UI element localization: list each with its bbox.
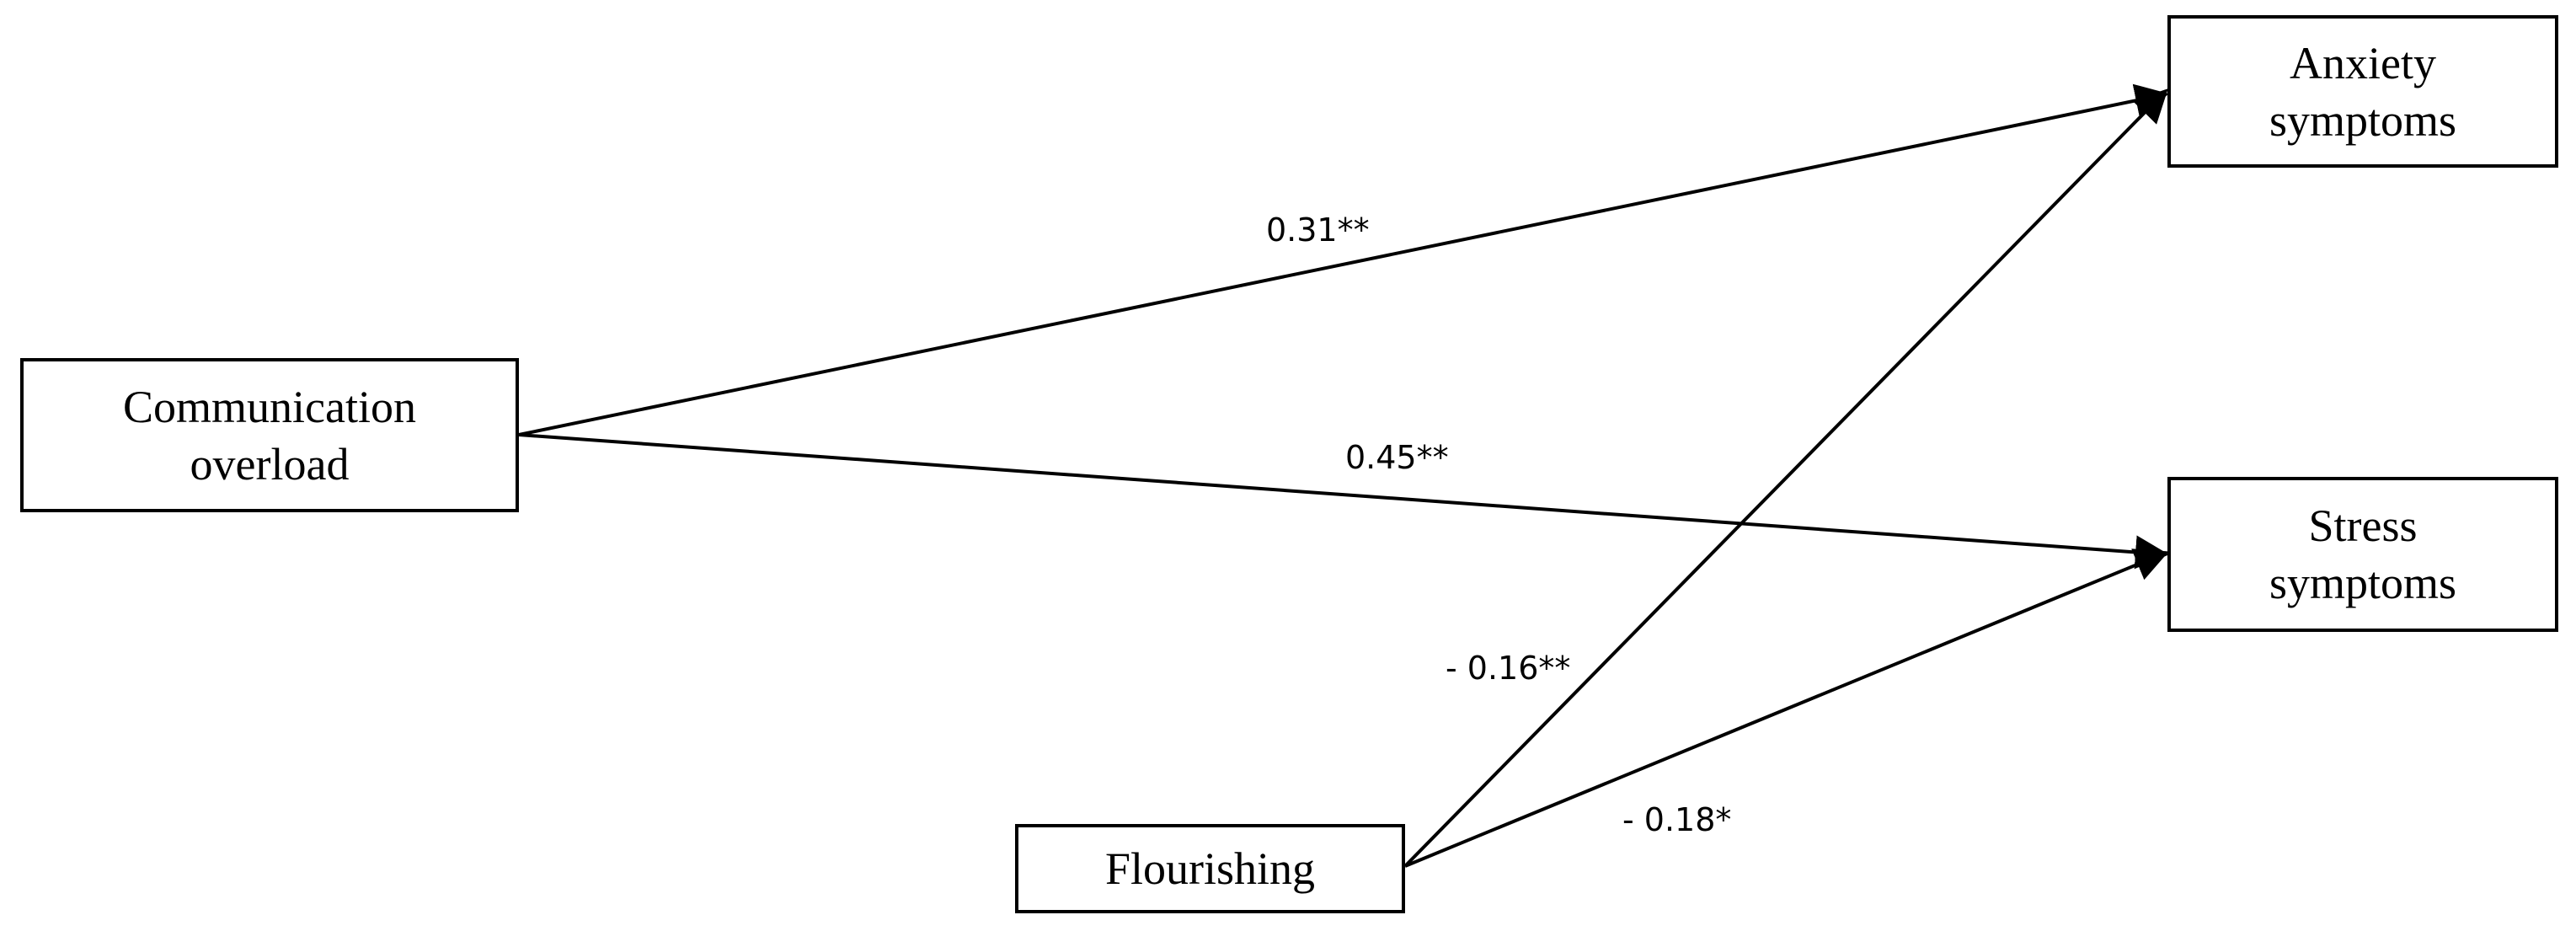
coefficient-flourishing-stress: - 0.18*: [1622, 801, 1732, 838]
stress-symptoms-box: Stress symptoms: [2167, 477, 2558, 632]
stress-symptoms-label: Stress symptoms: [2269, 500, 2457, 608]
anxiety-symptoms-label: Anxiety symptoms: [2269, 37, 2457, 146]
arrow-flourishing-to-stress: [1404, 548, 2169, 868]
flourishing-label: Flourishing: [1104, 843, 1316, 894]
communication-overload-label: Communication overload: [123, 381, 416, 490]
coefficient-flourishing-anxiety: - 0.16**: [1446, 650, 1571, 687]
arrow-communication-to-anxiety: [518, 83, 2169, 436]
coefficient-communication-stress: 0.45**: [1345, 439, 1449, 476]
flourishing-box: Flourishing: [1015, 824, 1405, 913]
arrow-flourishing-to-anxiety: [1403, 88, 2168, 868]
arrow-communication-to-stress: [518, 433, 2169, 570]
coefficient-communication-anxiety: 0.31**: [1266, 211, 1370, 249]
anxiety-symptoms-box: Anxiety symptoms: [2167, 15, 2558, 168]
communication-overload-box: Communication overload: [20, 358, 519, 512]
